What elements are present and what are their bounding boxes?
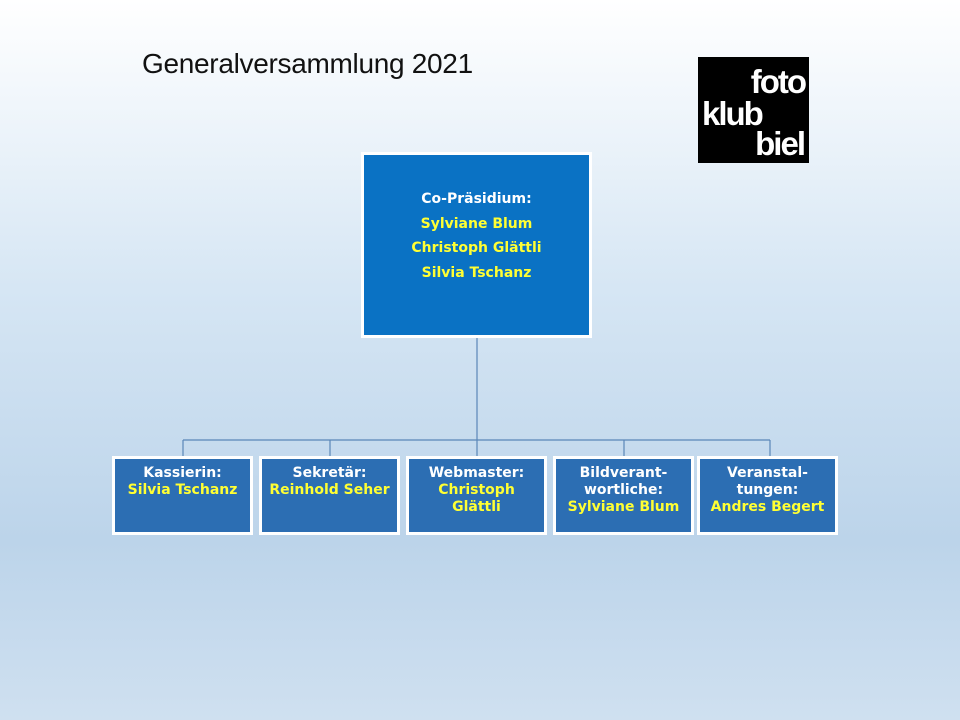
bildverantwortliche-box: Bildverant- wortliche: Sylviane Blum [553,456,694,535]
role-label: tungen: [736,482,799,498]
role-holder-name: Reinhold Seher [269,482,390,498]
webmaster-box: Webmaster: Christoph Glättli [406,456,547,535]
role-holder-name: Andres Begert [710,499,825,515]
sekretaer-box: Sekretär: Reinhold Seher [259,456,400,535]
veranstaltungen-box: Veranstal- tungen: Andres Begert [697,456,838,535]
role-label: Webmaster: [428,465,525,481]
role-holder-name: Sylviane Blum [567,499,680,515]
slide-title: Generalversammlung 2021 [142,48,473,79]
role-label: Bildverant- [579,465,668,481]
role-label: wortliche: [583,482,664,498]
kassierin-box: Kassierin: Silvia Tschanz [112,456,253,535]
co-praesidium-label: Co-Präsidium: [421,191,532,207]
foto-klub-biel-logo: foto klub biel [698,57,809,163]
role-holder-name: Glättli [452,499,501,515]
role-holder-name: Christoph [438,482,515,498]
role-label: Sekretär: [292,465,367,481]
member-name: Silvia Tschanz [421,264,532,281]
role-label: Kassierin: [143,465,222,481]
member-name: Christoph Glättli [411,240,542,256]
role-holder-name: Silvia Tschanz [127,482,238,498]
co-praesidium-box: Co-Präsidium: Sylviane Blum Christoph Gl… [361,152,592,338]
member-name: Sylviane Blum [420,215,533,232]
role-label: Veranstal- [727,465,808,481]
